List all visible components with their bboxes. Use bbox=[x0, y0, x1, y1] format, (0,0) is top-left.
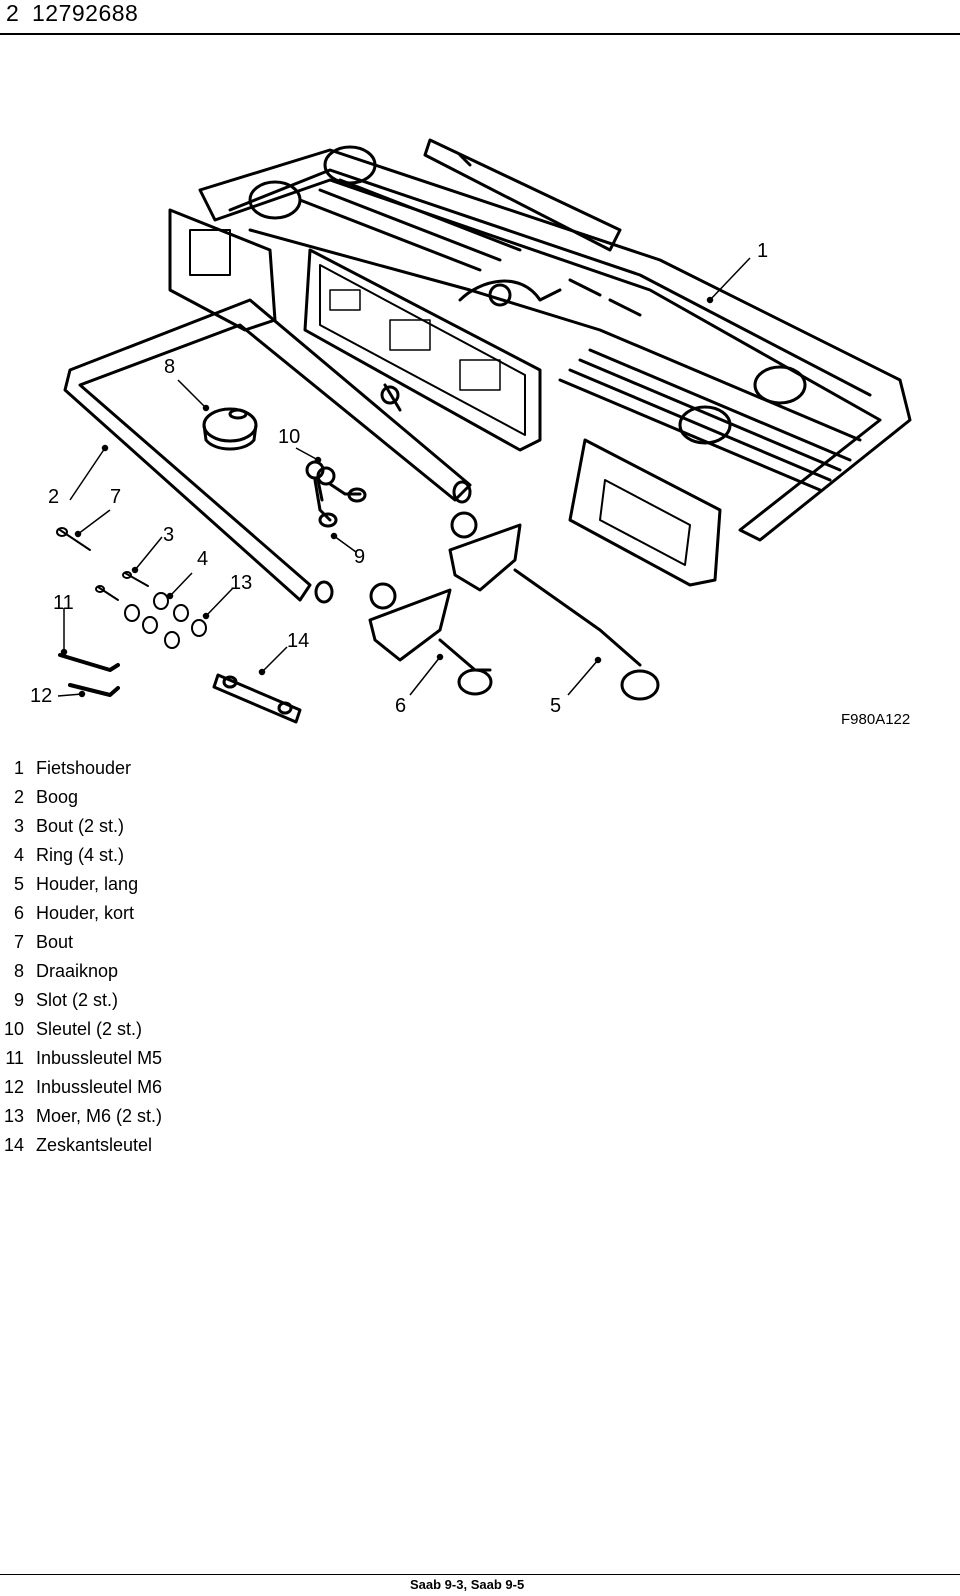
hex-wrench bbox=[212, 673, 302, 724]
callout-5: 5 bbox=[550, 695, 562, 717]
hardware-small-parts bbox=[56, 527, 207, 649]
callout-4: 4 bbox=[197, 548, 209, 570]
callout-8: 8 bbox=[164, 356, 176, 378]
callout-3: 3 bbox=[163, 524, 175, 546]
callout-14: 14 bbox=[287, 630, 310, 652]
callout-10: 10 bbox=[278, 426, 301, 448]
page-header: 2 12792688 bbox=[0, 0, 960, 36]
callout-1: 1 bbox=[757, 240, 769, 262]
exploded-parts-illustration: 1 2 3 4 5 6 7 8 9 10 11 12 13 14 bbox=[0, 40, 960, 740]
callout-11: 11 bbox=[53, 592, 74, 614]
callout-9: 9 bbox=[354, 546, 366, 568]
bike-carrier-frame bbox=[168, 138, 912, 587]
figure-code: F980A122 bbox=[841, 711, 911, 728]
turn-knob bbox=[202, 407, 258, 451]
callout-7: 7 bbox=[110, 486, 122, 508]
locks-and-keys bbox=[305, 460, 367, 528]
arch-tube bbox=[63, 298, 472, 604]
short-holder bbox=[368, 582, 493, 696]
footer-vehicle-models: Saab 9-3, Saab 9-5 bbox=[410, 1577, 525, 1592]
callout-6: 6 bbox=[395, 695, 407, 717]
callout-12: 12 bbox=[30, 685, 53, 707]
callout-13: 13 bbox=[230, 572, 253, 594]
document-number: 12792688 bbox=[32, 0, 139, 26]
parts-drawing bbox=[56, 138, 912, 724]
long-holder bbox=[448, 511, 660, 701]
header-rule bbox=[0, 33, 960, 35]
footer-rule bbox=[0, 1574, 960, 1575]
allen-keys bbox=[58, 653, 120, 697]
page-number: 2 bbox=[6, 0, 19, 26]
callout-2: 2 bbox=[48, 486, 60, 508]
